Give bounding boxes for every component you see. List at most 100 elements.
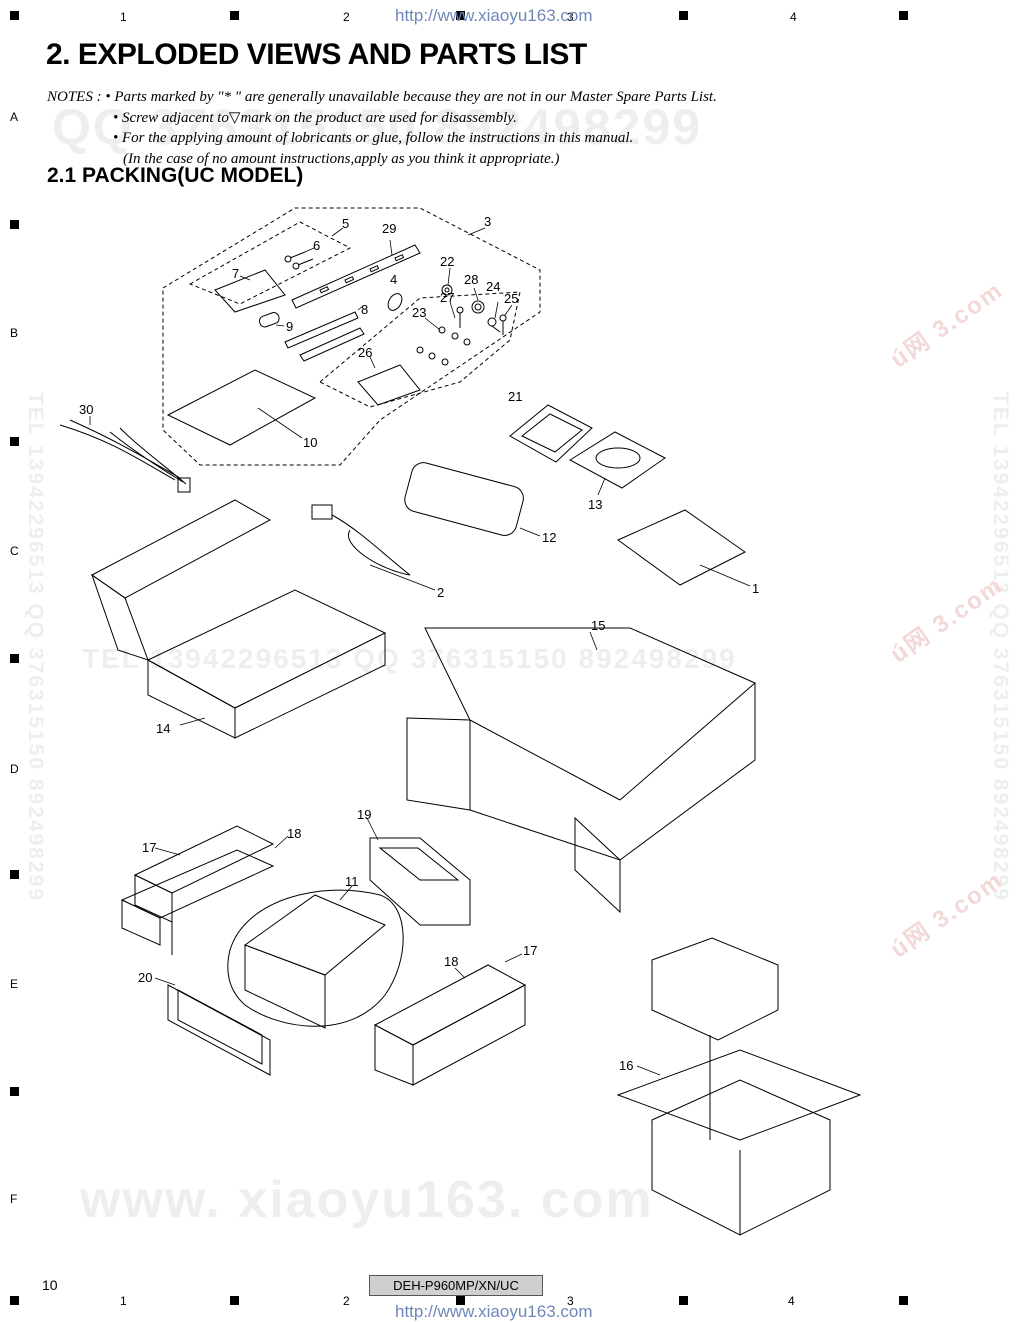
disassembly-mark-icon: ▽	[228, 109, 241, 126]
part-labels: 1 2 3 4 5 6 7 8 9 10 11 12 13 14 15 16 1…	[79, 214, 759, 1073]
part-label: 8	[361, 302, 368, 317]
part-12-case	[404, 462, 524, 536]
row-marker	[10, 870, 19, 879]
row-label: F	[10, 1192, 18, 1206]
column-marker	[230, 11, 239, 20]
part-screws-set	[416, 284, 507, 366]
row-label: E	[10, 977, 19, 991]
column-marker	[899, 1296, 908, 1305]
part-label: 21	[508, 389, 522, 404]
part-1-bag	[617, 509, 746, 586]
part-16-shipping-carton	[616, 937, 862, 1236]
part-label: 6	[313, 238, 320, 253]
part-label: 3	[484, 214, 491, 229]
column-marker	[679, 11, 688, 20]
column-marker	[456, 1296, 465, 1305]
part-7-bag	[214, 269, 286, 313]
part-label: 19	[357, 807, 371, 822]
part-label: 26	[358, 345, 372, 360]
column-number: 3	[567, 1294, 574, 1308]
part-label: 12	[542, 530, 556, 545]
part-15-carton	[406, 627, 756, 914]
part-20-frame	[167, 984, 271, 1076]
part-11-head-unit	[227, 889, 404, 1029]
row-marker	[10, 437, 19, 446]
part-label: 24	[486, 279, 500, 294]
part-2-power-cord	[311, 504, 411, 576]
part-10-bag	[166, 369, 317, 446]
note-line: mark on the product are used for disasse…	[240, 109, 517, 126]
row-label: A	[10, 110, 19, 124]
part-4-key	[387, 293, 403, 311]
page-number: 10	[42, 1277, 58, 1293]
part-label: 10	[303, 435, 317, 450]
note-line: • Parts marked by "* " are generally una…	[105, 89, 717, 105]
part-label: 14	[156, 721, 170, 736]
part-21-escutcheon	[509, 404, 593, 463]
part-label: 30	[79, 402, 93, 417]
leader-lines	[89, 227, 751, 1076]
note-line: (In the case of no amount instructions,a…	[123, 150, 560, 167]
watermark-site: www. xiaoyu163. com	[80, 1171, 654, 1229]
part-label: 1	[752, 581, 759, 596]
row-label: B	[10, 326, 19, 340]
part-label: 16	[619, 1058, 633, 1073]
column-marker	[899, 11, 908, 20]
part-label: 18	[287, 826, 301, 841]
part-label: 2	[437, 585, 444, 600]
footer-url[interactable]: http://www.xiaoyu163.com	[395, 1302, 593, 1321]
part-label: 28	[464, 272, 478, 287]
note-line: • Screw adjacent to	[113, 109, 229, 126]
part-label: 23	[412, 305, 426, 320]
model-label: DEH-P960MP/XN/UC	[369, 1275, 543, 1296]
watermark-qq: QQ 376315150 892498299	[52, 99, 703, 155]
column-number: 2	[343, 10, 350, 24]
row-label: C	[10, 544, 19, 558]
part-label: 15	[591, 618, 605, 633]
corner-marker	[10, 1296, 19, 1305]
row-marker	[10, 654, 19, 663]
part-label: 13	[588, 497, 602, 512]
watermark-tel: TEL 13942296513 QQ 376315150 892498299	[82, 643, 737, 674]
section-subtitle: 2.1 PACKING(UC MODEL)	[47, 164, 304, 187]
row-marker	[10, 1087, 19, 1096]
accessory-kit-outline	[162, 207, 541, 466]
part-label: 5	[342, 216, 349, 231]
part-30-cable	[59, 419, 191, 493]
part-label: 11	[345, 874, 359, 889]
column-marker	[456, 11, 465, 20]
part-29-bracket	[291, 244, 421, 309]
corner-marker	[10, 11, 19, 20]
column-marker	[679, 1296, 688, 1305]
part-9-plug	[258, 312, 280, 328]
part-6-screws	[284, 251, 314, 270]
part-label: 18	[444, 954, 458, 969]
page-title: 2. EXPLODED VIEWS AND PARTS LIST	[46, 38, 587, 71]
part-14-tray-box	[91, 499, 387, 739]
note-line: • For the applying amount of lobricants …	[113, 130, 634, 146]
column-number: 1	[120, 1294, 127, 1308]
part-label: 20	[138, 970, 152, 985]
part-19-foam	[369, 837, 471, 926]
part-label: 25	[504, 291, 518, 306]
part-label: 27	[440, 290, 454, 305]
header-url[interactable]: http://www.xiaoyu163.com	[395, 6, 593, 25]
part-17-18-foam-left	[120, 825, 275, 955]
column-number: 4	[788, 1294, 795, 1308]
column-number: 1	[120, 10, 127, 24]
part-label: 22	[440, 254, 454, 269]
column-number: 3	[567, 10, 574, 24]
part-label: 29	[382, 221, 396, 236]
part-26-bag	[357, 364, 421, 406]
part-label: 4	[390, 272, 397, 287]
column-number: 2	[343, 1294, 350, 1308]
column-marker	[230, 1296, 239, 1305]
column-number: 4	[790, 10, 797, 24]
part-13-disc	[569, 431, 666, 489]
part-label: 9	[286, 319, 293, 334]
notes-label: NOTES :	[47, 89, 102, 105]
row-label: D	[10, 762, 19, 776]
part-label: 17	[523, 943, 537, 958]
notes-block: NOTES : • Parts marked by "* " are gener…	[47, 87, 717, 169]
